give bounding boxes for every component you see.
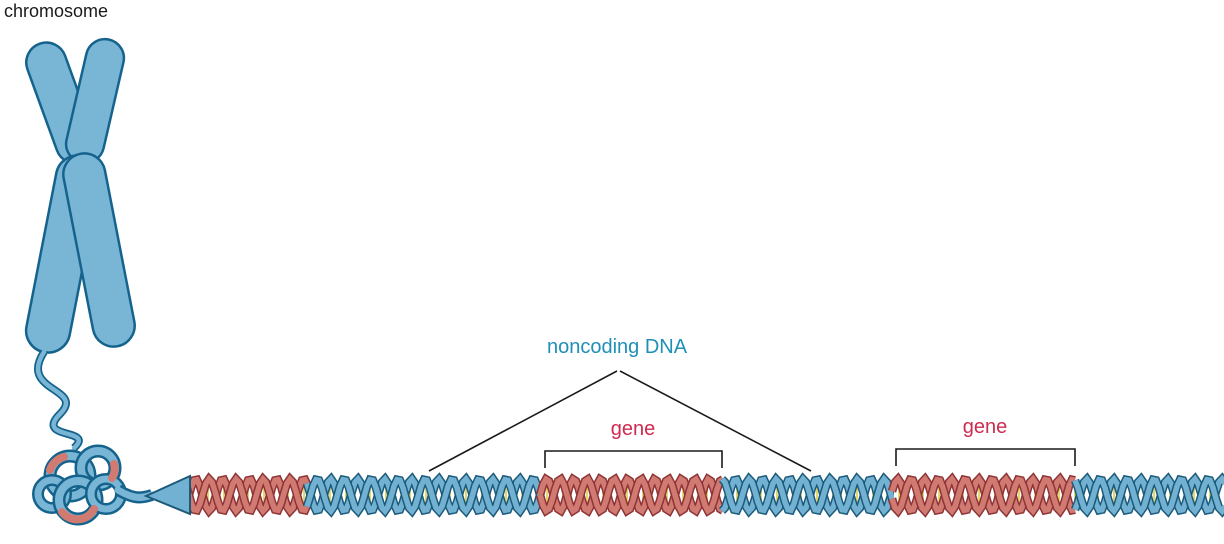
gene-bracket-1 <box>544 450 723 468</box>
helix-segment-gene <box>180 472 312 518</box>
dna-strand <box>304 476 544 516</box>
chromatin-fiber <box>34 349 83 451</box>
noncoding-pointer-left <box>428 370 618 472</box>
chromosome-arm-bottom-right <box>62 152 136 348</box>
gene-bracket-2 <box>895 448 1076 466</box>
chromosome-label: chromosome <box>4 1 109 21</box>
coil-red-patch <box>108 460 119 482</box>
noncoding-pointer-lines <box>428 370 812 472</box>
dna-strand <box>889 476 1076 516</box>
dna-helix <box>180 472 1224 518</box>
noncoding-dna-label: noncoding DNA <box>546 336 688 358</box>
helix-segment-gene <box>887 472 1076 518</box>
coil-red-patch <box>58 505 98 524</box>
noncoding-pointer-right <box>619 370 812 472</box>
helix-segment-gene <box>535 473 726 517</box>
helix-segment-noncoding <box>302 472 546 518</box>
dna-strand <box>537 475 725 515</box>
chromosome-illustration <box>24 37 136 354</box>
helix-segment-noncoding <box>718 472 898 518</box>
helix-segment-noncoding <box>1071 472 1224 518</box>
chromatin-fiber-inner <box>35 349 82 451</box>
chromatin-coil <box>32 444 156 526</box>
dna-strand <box>182 474 311 514</box>
dna-strand <box>304 474 544 514</box>
coil-red-patch <box>46 453 68 474</box>
dna-strand <box>537 475 725 515</box>
dna-strand <box>1072 476 1224 516</box>
gene-label-1: gene <box>610 418 656 440</box>
helix-cone <box>143 474 191 516</box>
gene-label-2: gene <box>962 416 1008 438</box>
dna-strand <box>719 474 896 514</box>
dna-strand <box>182 476 311 516</box>
